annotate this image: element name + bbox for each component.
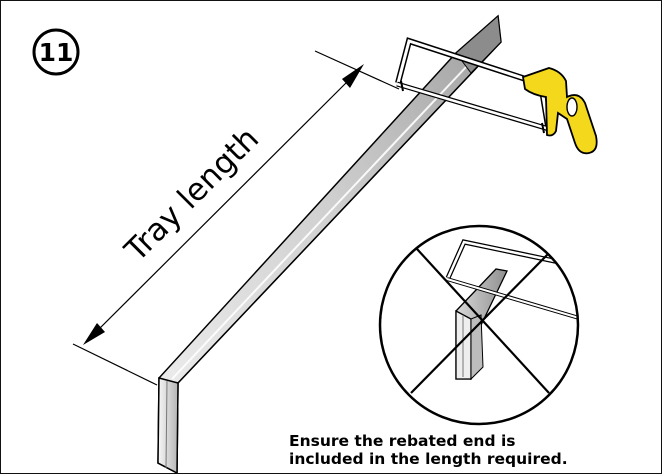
note-line-1: Ensure the rebated end is xyxy=(289,432,516,450)
dimension-line xyxy=(72,50,400,386)
dimension-label: Tray length xyxy=(117,121,266,270)
step-badge: 11 xyxy=(32,28,80,76)
dimension-arrow-bottom xyxy=(83,323,105,345)
rebated-end-note: Ensure the rebated end is included in th… xyxy=(289,432,661,468)
note-line-2: included in the length required. xyxy=(289,450,568,468)
prohibited-icon xyxy=(378,224,580,426)
dimension-arrow-top xyxy=(342,64,364,88)
hacksaw-icon xyxy=(395,37,598,155)
step-number: 11 xyxy=(39,38,74,67)
